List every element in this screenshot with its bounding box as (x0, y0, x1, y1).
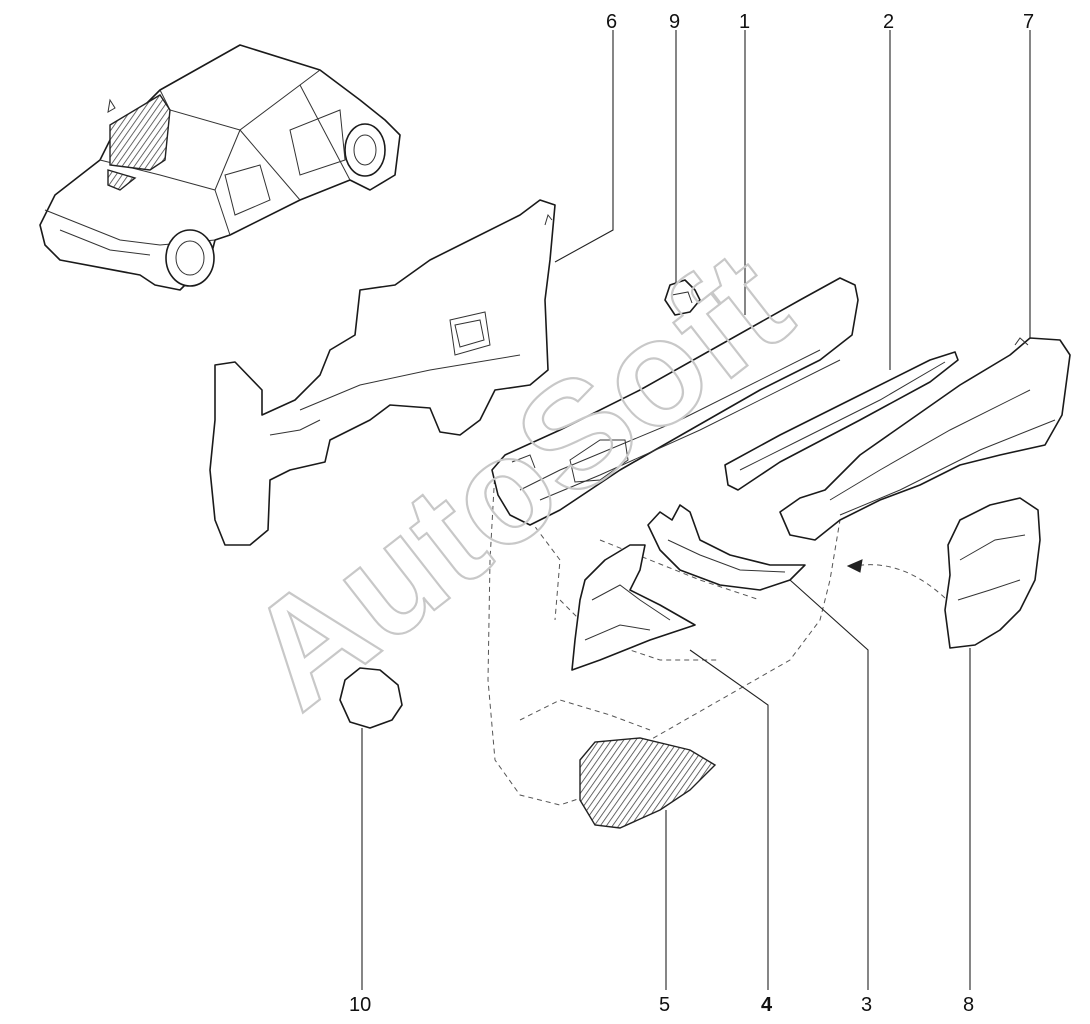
callout-7: 7 (1023, 11, 1034, 33)
callout-10: 10 (349, 994, 371, 1016)
callout-9: 9 (669, 11, 680, 33)
callout-1: 1 (739, 11, 750, 33)
callout-4: 4 (761, 994, 773, 1016)
part-4-pocket-trim (571, 544, 696, 671)
callout-6: 6 (606, 11, 617, 33)
part-3-armrest (647, 504, 806, 591)
part-8-end-cap (944, 497, 1041, 649)
callout-5: 5 (659, 994, 670, 1016)
car-outline-icon (39, 44, 401, 291)
part-7-lower-trim (779, 337, 1071, 541)
part-10-round-pad (339, 667, 403, 729)
callout-8: 8 (963, 994, 974, 1016)
part-1-upper-trim (491, 277, 859, 526)
part-9-clip (664, 279, 701, 316)
callout-3: 3 (861, 994, 872, 1016)
part-2-strip (724, 351, 959, 491)
part-5-speaker-grille (579, 737, 717, 829)
part-6-dash-insulation (209, 199, 556, 546)
callout-labels: 6 9 1 2 7 10 5 4 3 8 (349, 11, 1034, 1016)
assembly-arrow (846, 559, 946, 599)
callout-2: 2 (883, 11, 894, 33)
leader-lines (361, 30, 1031, 990)
